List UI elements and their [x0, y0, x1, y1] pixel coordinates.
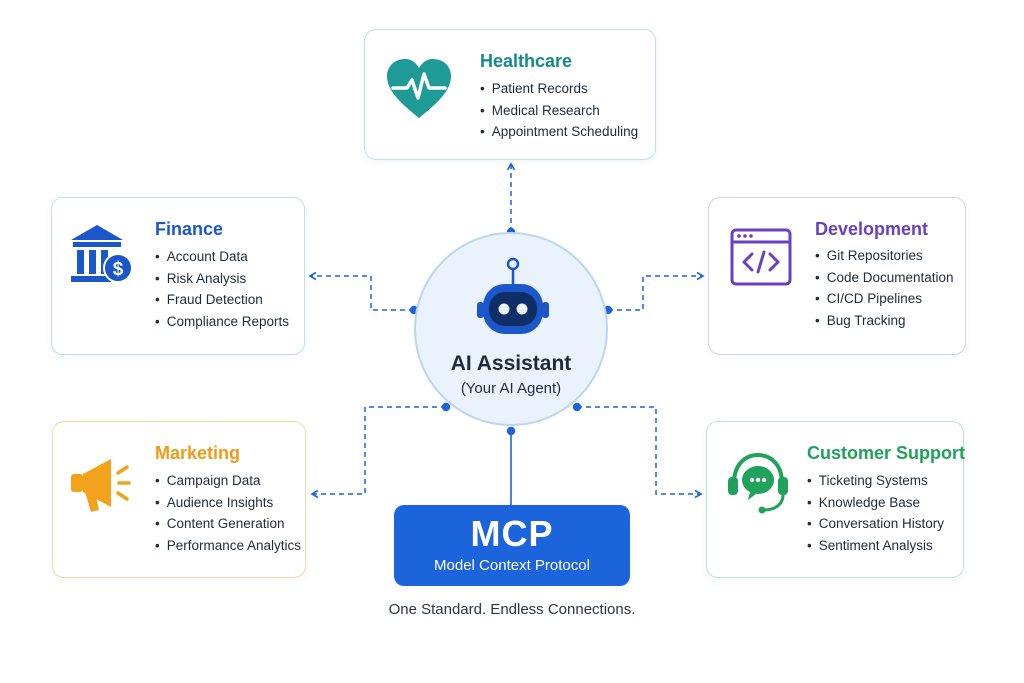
bank-dollar-icon: $	[67, 222, 135, 291]
ai-assistant-title: AI Assistant	[450, 352, 572, 375]
mcp-acronym: MCP	[470, 513, 554, 554]
list-item: Patient Records	[480, 78, 638, 100]
finance-title: Finance	[155, 219, 224, 239]
list-item: Risk Analysis	[155, 268, 289, 290]
finance-list: Account Data Risk Analysis Fraud Detecti…	[155, 246, 289, 332]
marketing-list: Campaign Data Audience Insights Content …	[155, 470, 301, 556]
mcp-full-name: Model Context Protocol	[434, 557, 590, 574]
connector-support	[577, 406, 703, 499]
list-item: Campaign Data	[155, 470, 301, 492]
connector-dot	[572, 402, 582, 412]
development-card: Development Git Repositories Code Docume…	[708, 197, 966, 355]
development-list: Git Repositories Code Documentation CI/C…	[815, 245, 954, 331]
customer-support-title: Customer Support	[807, 443, 966, 463]
list-item: CI/CD Pipelines	[815, 288, 954, 310]
healthcare-list: Patient Records Medical Research Appoint…	[480, 78, 638, 143]
list-item: Code Documentation	[815, 267, 954, 289]
mcp-node: MCP Model Context Protocol	[394, 505, 630, 586]
list-item: Content Generation	[155, 513, 301, 535]
list-item: Sentiment Analysis	[807, 535, 944, 557]
code-window-icon	[730, 228, 792, 291]
list-item: Appointment Scheduling	[480, 121, 638, 143]
megaphone-icon	[69, 454, 135, 519]
customer-support-list: Ticketing Systems Knowledge Base Convers…	[807, 470, 944, 556]
heart-pulse-icon	[385, 58, 453, 125]
marketing-title: Marketing	[155, 443, 241, 463]
list-item: Conversation History	[807, 513, 944, 535]
connector-finance	[308, 271, 414, 311]
list-item: Compliance Reports	[155, 311, 289, 333]
connector-marketing	[310, 406, 446, 499]
list-item: Performance Analytics	[155, 535, 301, 557]
list-item: Medical Research	[480, 100, 638, 122]
healthcare-card: Healthcare Patient Records Medical Resea…	[364, 29, 656, 160]
tagline: One Standard. Endless Connections.	[388, 601, 636, 618]
list-item: Fraud Detection	[155, 289, 289, 311]
list-item: Ticketing Systems	[807, 470, 944, 492]
healthcare-title: Healthcare	[480, 51, 573, 71]
connector-development	[608, 271, 705, 311]
list-item: Account Data	[155, 246, 289, 268]
finance-card: $ Finance Account Data Risk Analysis Fra…	[51, 197, 305, 355]
customer-support-card: Customer Support Ticketing Systems Knowl…	[706, 421, 966, 578]
headset-icon	[724, 449, 792, 520]
svg-text:$: $	[113, 259, 124, 280]
list-item: Git Repositories	[815, 245, 954, 267]
list-item: Bug Tracking	[815, 310, 954, 332]
list-item: Knowledge Base	[807, 492, 944, 514]
ai-assistant-subtitle: (Your AI Agent)	[460, 380, 562, 397]
development-title: Development	[815, 219, 929, 239]
ai-assistant-node: AI Assistant (Your AI Agent)	[414, 232, 608, 426]
robot-icon	[473, 256, 553, 351]
connector-dot	[506, 426, 516, 436]
list-item: Audience Insights	[155, 492, 301, 514]
marketing-card: Marketing Campaign Data Audience Insight…	[52, 421, 306, 578]
